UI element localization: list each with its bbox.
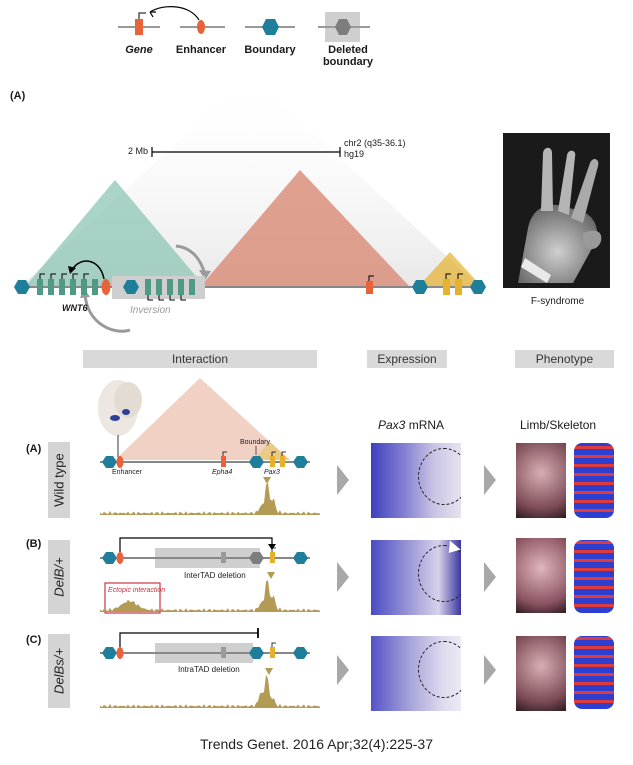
locus-label: chr2 (q35-36.1) hg19	[344, 138, 406, 159]
row-c-genotype: DelBs/+	[48, 634, 70, 708]
expression-image-row-b	[371, 540, 461, 615]
ectopic-box	[104, 582, 161, 614]
intra-tad-deletion-label: IntraTAD deletion	[178, 665, 240, 674]
boundary-label: Boundary	[240, 439, 270, 446]
embryo-illustration	[98, 380, 142, 436]
tad-red-row-a	[115, 378, 290, 460]
tad-gold-row-a	[253, 442, 290, 460]
skeleton-stain-row-b	[574, 540, 614, 613]
limb-photo-row-a	[516, 443, 566, 518]
legend-graphics	[118, 6, 370, 42]
boundary-marker	[123, 280, 139, 294]
skeleton-stain-row-a	[574, 443, 614, 518]
legend-boundary-label: Boundary	[244, 44, 296, 56]
header-expression: Expression	[367, 350, 447, 368]
ectopic-interaction-label: Ectopic interaction	[108, 587, 166, 594]
row-b-tag: (B)	[26, 538, 42, 550]
panel-top-tag: (A)	[10, 90, 26, 102]
header-phenotype: Phenotype	[515, 350, 614, 368]
expression-image-row-c	[371, 636, 461, 711]
tad-red	[200, 170, 410, 287]
legend-gene-label: Gene	[125, 44, 153, 56]
boundary-marker	[470, 280, 486, 294]
tad-gold	[418, 252, 482, 287]
limb-photo-row-c	[516, 636, 566, 711]
signal-track-row-c	[100, 674, 320, 708]
signal-track-row-b	[100, 580, 320, 612]
row-a-tag: (A)	[26, 443, 42, 455]
header-interaction: Interaction	[83, 350, 317, 368]
photo-caption: F-syndrome	[530, 296, 585, 307]
limb-photo-row-b	[516, 538, 566, 613]
legend-enhancer-label: Enhancer	[175, 44, 227, 56]
inversion-label: Inversion	[130, 305, 171, 316]
phenotype-title: Limb/Skeleton	[520, 418, 597, 432]
legend-deleted-boundary-label: Deleted boundary	[322, 44, 374, 68]
boundary-marker	[412, 280, 428, 294]
inter-tad-deletion-label: InterTAD deletion	[184, 571, 246, 580]
row-a-genotype: Wild type	[48, 442, 70, 518]
deleted-boundary-icon	[335, 19, 351, 35]
boundary-marker	[14, 280, 30, 294]
signal-track-row-a	[100, 483, 320, 515]
tad-heatmap-top	[14, 75, 486, 333]
enhancer-label: Enhancer	[112, 469, 142, 476]
epha4-gene	[366, 281, 373, 294]
f-syndrome-photo	[503, 133, 610, 288]
expression-image-row-a	[371, 443, 461, 518]
green-genes	[37, 279, 195, 295]
flow-arrows	[337, 465, 496, 685]
epha4-label: Epha4	[212, 469, 233, 476]
citation: Trends Genet. 2016 Apr;32(4):225-37	[200, 736, 433, 752]
boundary-icon	[262, 19, 279, 35]
skeleton-stain-row-c	[574, 636, 614, 709]
tad-green	[25, 180, 205, 287]
expression-title: Pax3 mRNA	[378, 418, 445, 432]
scale-label: 2 Mb	[128, 146, 149, 156]
enhancer-icon	[197, 20, 205, 34]
row-c-tag: (C)	[26, 634, 42, 646]
pax3-label: Pax3	[264, 469, 280, 476]
gene-icon	[135, 19, 143, 35]
wnt6-label: WNT6	[62, 303, 88, 313]
row-b-genotype: DelB/+	[48, 540, 70, 614]
enhancer-marker	[101, 279, 111, 295]
